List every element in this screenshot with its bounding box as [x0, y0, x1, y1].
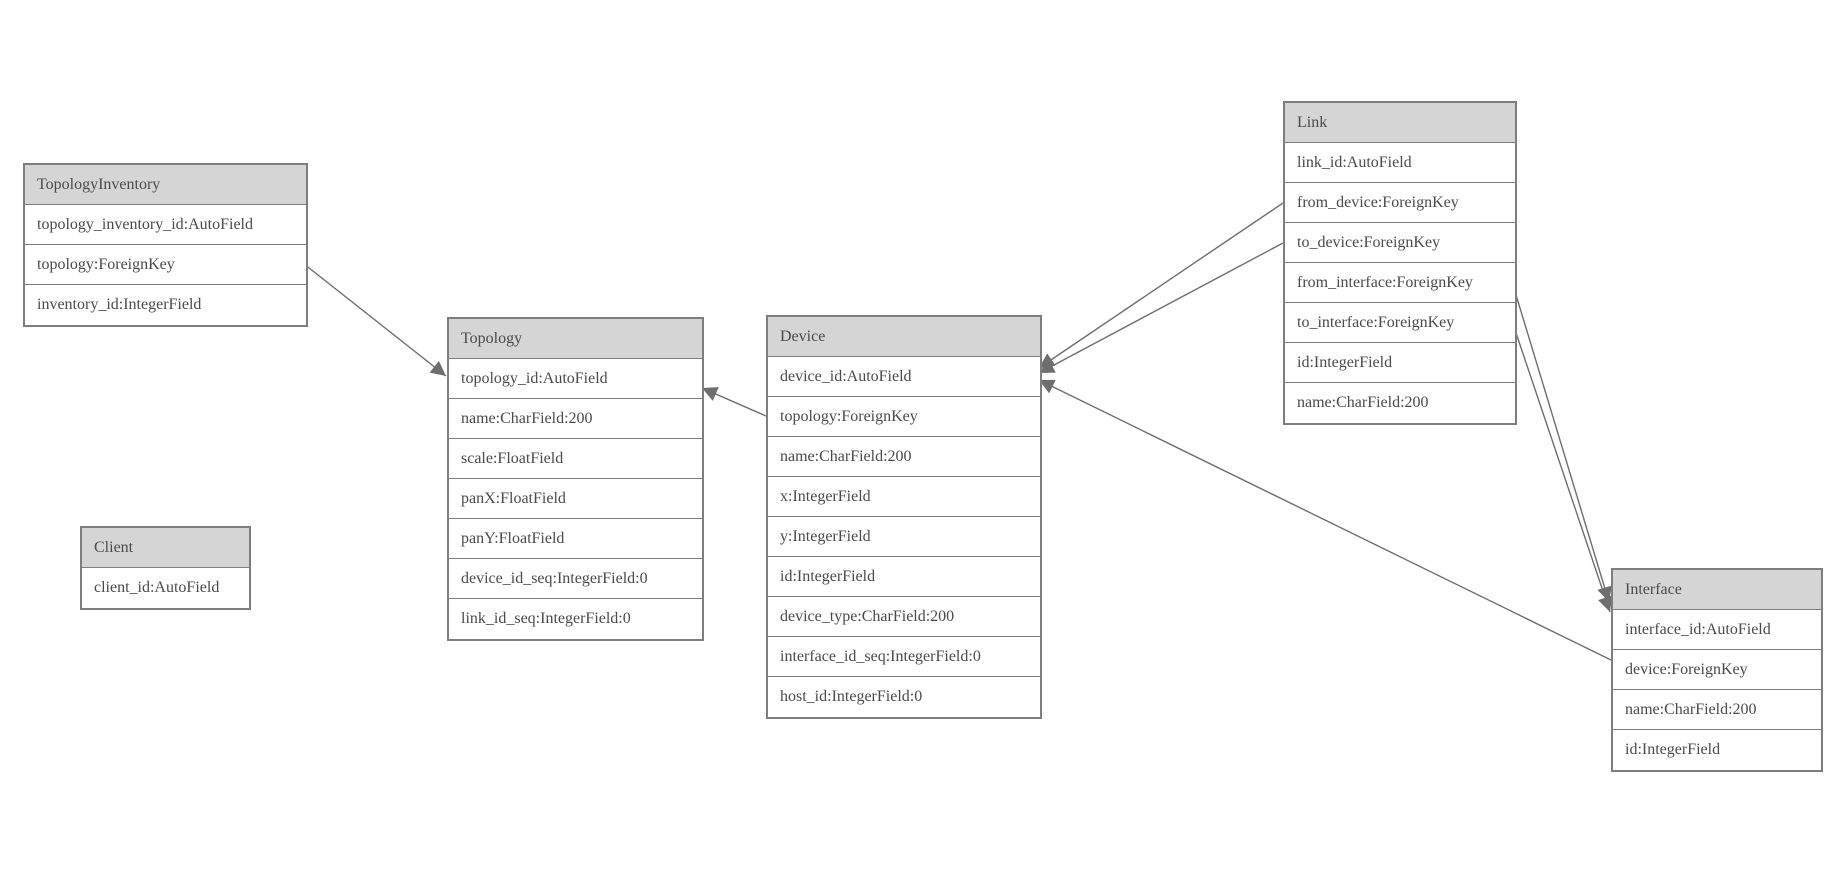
field-row: client_id:AutoField — [82, 568, 249, 608]
field-row: topology:ForeignKey — [25, 245, 306, 285]
edge-link-to-device — [1038, 242, 1284, 374]
field-row: interface_id_seq:IntegerField:0 — [768, 637, 1040, 677]
field-row: y:IntegerField — [768, 517, 1040, 557]
edge-link-from-interface — [1512, 284, 1612, 603]
entity-interface: Interface interface_id:AutoField device:… — [1611, 568, 1823, 772]
edge-link-from-device — [1038, 202, 1284, 369]
field-row: device:ForeignKey — [1613, 650, 1821, 690]
entity-link-header: Link — [1285, 103, 1515, 143]
field-row: device_id:AutoField — [768, 357, 1040, 397]
field-row: device_id_seq:IntegerField:0 — [449, 559, 702, 599]
entity-topologyinventory: TopologyInventory topology_inventory_id:… — [23, 163, 308, 327]
field-row: id:IntegerField — [1285, 343, 1515, 383]
field-row: interface_id:AutoField — [1613, 610, 1821, 650]
field-row: id:IntegerField — [1613, 730, 1821, 770]
field-row: scale:FloatField — [449, 439, 702, 479]
entity-client: Client client_id:AutoField — [80, 526, 251, 610]
entity-link: Link link_id:AutoField from_device:Forei… — [1283, 101, 1517, 425]
field-row: link_id_seq:IntegerField:0 — [449, 599, 702, 639]
field-row: from_interface:ForeignKey — [1285, 263, 1515, 303]
field-row: name:CharField:200 — [1285, 383, 1515, 423]
field-row: panY:FloatField — [449, 519, 702, 559]
field-row: topology_id:AutoField — [449, 359, 702, 399]
edge-interface-device — [1038, 379, 1612, 661]
field-row: x:IntegerField — [768, 477, 1040, 517]
field-row: link_id:AutoField — [1285, 143, 1515, 183]
entity-interface-header: Interface — [1613, 570, 1821, 610]
field-row: name:CharField:200 — [449, 399, 702, 439]
field-row: inventory_id:IntegerField — [25, 285, 306, 325]
field-row: topology:ForeignKey — [768, 397, 1040, 437]
field-row: device_type:CharField:200 — [768, 597, 1040, 637]
entity-device: Device device_id:AutoField topology:Fore… — [766, 315, 1042, 719]
field-row: name:CharField:200 — [1613, 690, 1821, 730]
entity-topology: Topology topology_id:AutoField name:Char… — [447, 317, 704, 641]
entity-topologyinventory-header: TopologyInventory — [25, 165, 306, 205]
field-row: name:CharField:200 — [768, 437, 1040, 477]
field-row: to_device:ForeignKey — [1285, 223, 1515, 263]
entity-client-header: Client — [82, 528, 249, 568]
edge-link-to-interface — [1512, 323, 1613, 613]
field-row: to_interface:ForeignKey — [1285, 303, 1515, 343]
edge-device-topology — [701, 387, 767, 417]
field-row: host_id:IntegerField:0 — [768, 677, 1040, 717]
entity-topology-header: Topology — [449, 319, 702, 359]
field-row: id:IntegerField — [768, 557, 1040, 597]
field-row: panX:FloatField — [449, 479, 702, 519]
field-row: topology_inventory_id:AutoField — [25, 205, 306, 245]
field-row: from_device:ForeignKey — [1285, 183, 1515, 223]
entity-device-header: Device — [768, 317, 1040, 357]
edge-topologyinventory-topology — [303, 263, 447, 377]
